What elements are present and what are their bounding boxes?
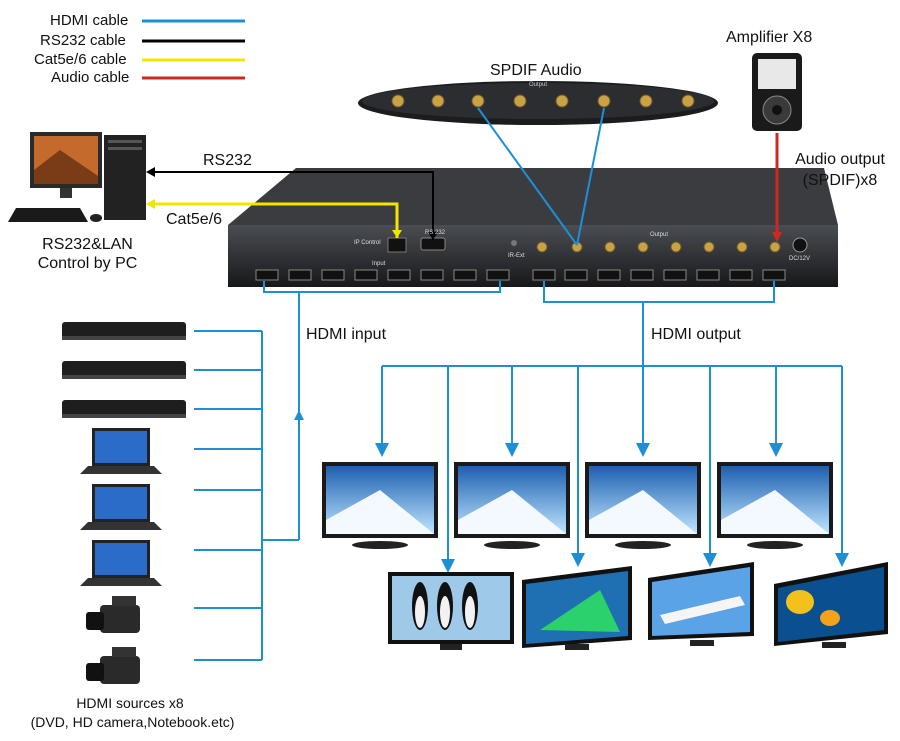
dvd-player-icon — [62, 361, 186, 379]
pc-icon — [8, 132, 146, 222]
rs232-label: RS232 — [203, 152, 252, 169]
laptop-icon — [80, 540, 162, 586]
sources-label-line1: HDMI sources x8 — [76, 695, 184, 711]
dvd-player-icon — [62, 400, 186, 418]
hdmi-output-label: HDMI output — [651, 326, 741, 343]
dc-label: DC/12V — [789, 256, 811, 262]
sources-label-line2: (DVD, HD camera,Notebook.etc) — [30, 714, 235, 730]
legend-label-cat: Cat5e/6 cable — [34, 51, 127, 68]
tv-icon — [648, 562, 754, 646]
input-caption: Input — [372, 261, 386, 267]
hdmi-input-label: HDMI input — [306, 326, 387, 343]
legend-label-rs232: RS232 cable — [40, 32, 126, 49]
pc-label-line1: RS232&LAN — [42, 236, 133, 253]
output-caption: Output — [650, 232, 669, 238]
audio-output-label-line1: Audio output — [795, 151, 885, 168]
camera-icon — [86, 596, 140, 633]
tv-icon — [522, 566, 632, 650]
monitor-icon — [454, 462, 570, 549]
hdmi-matrix-device — [228, 168, 838, 287]
pc-label-line2: Control by PC — [37, 255, 138, 272]
ir-ext-label: IR-Ext — [508, 253, 525, 259]
legend-label-hdmi: HDMI cable — [50, 12, 129, 29]
legend-label-audio: Audio cable — [51, 69, 130, 86]
amplifier-icon — [752, 53, 802, 131]
spdif-bar-caption: Output — [529, 82, 548, 88]
ip-control-label: IP Control — [354, 240, 381, 246]
laptop-icon — [80, 484, 162, 530]
cat5e6-label: Cat5e/6 — [166, 211, 223, 228]
laptop-icon — [80, 428, 162, 474]
monitor-icon — [585, 462, 701, 549]
camera-icon — [86, 647, 140, 684]
audio-output-label-line2: (SPDIF)x8 — [802, 172, 878, 189]
spdif-audio-label: SPDIF Audio — [490, 62, 582, 79]
rs232-port-label: RS 232 — [425, 230, 446, 236]
spdif-audio-panel — [358, 81, 718, 125]
dvd-player-icon — [62, 322, 186, 340]
tv-icon — [774, 562, 888, 648]
monitor-icon — [322, 462, 438, 549]
tv-icon — [388, 572, 514, 650]
amplifier-label: Amplifier X8 — [726, 29, 813, 46]
monitor-icon — [717, 462, 833, 549]
